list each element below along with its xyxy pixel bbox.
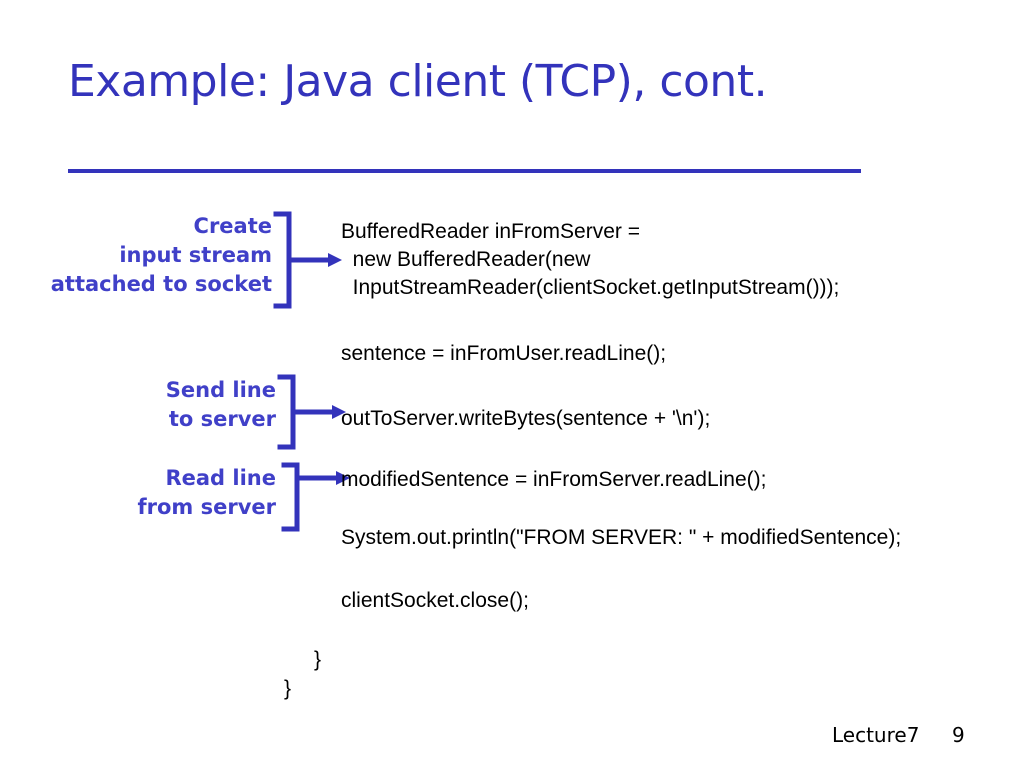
code-line: System.out.println("FROM SERVER: " + mod… [341, 526, 902, 549]
bracket-arrow-read-line-from-server [280, 459, 350, 535]
arrow-head [332, 405, 346, 419]
annotation-read-line-from-server: Read line from server [20, 464, 277, 522]
code-line: sentence = inFromUser.readLine(); [341, 342, 667, 365]
footer-lecture-label: Lecture7 [832, 723, 920, 747]
code-line: clientSocket.close(); [341, 589, 529, 612]
code-line: InputStreamReader(clientSocket.getInputS… [341, 276, 840, 299]
bracket-arrow-send-line-to-server [276, 371, 346, 453]
bracket-shape [281, 462, 300, 532]
code-line: } [314, 648, 322, 671]
annotation-send-line-to-server: Send line to server [20, 376, 276, 434]
code-line: modifiedSentence = inFromServer.readLine… [341, 468, 767, 491]
arrow-head [328, 253, 342, 267]
annotation-line: input stream [119, 243, 272, 267]
code-line: } [284, 677, 292, 700]
code-line: new BufferedReader(new [341, 248, 591, 271]
annotation-line: attached to socket [50, 272, 272, 296]
title-block: Example: Java client (TCP), cont. [68, 56, 868, 173]
footer-page-number: 9 [952, 723, 965, 747]
annotation-line: from server [137, 495, 277, 519]
arrow-head [336, 471, 350, 485]
code-line: BufferedReader inFromServer = [341, 220, 641, 243]
annotation-line: Read line [165, 466, 276, 490]
bracket-arrow-create-input-stream [272, 208, 342, 312]
annotation-line: to server [168, 407, 276, 431]
title-underline [68, 169, 861, 173]
annotation-line: Send line [165, 378, 276, 402]
page-title: Example: Java client (TCP), cont. [68, 56, 768, 107]
code-line: outToServer.writeBytes(sentence + '\n'); [341, 407, 711, 430]
annotation-create-input-stream: Create input stream attached to socket [20, 212, 272, 299]
annotation-line: Create [193, 214, 272, 238]
